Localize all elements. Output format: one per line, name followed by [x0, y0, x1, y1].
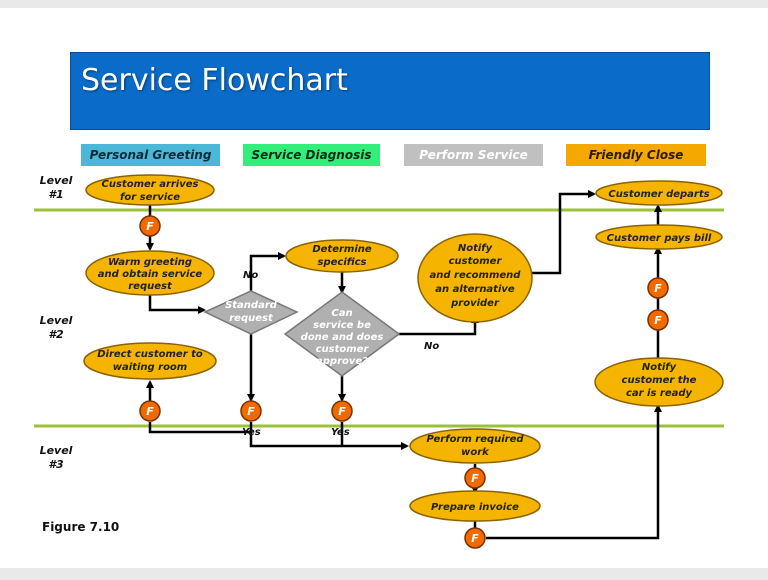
f-marker: F: [331, 400, 353, 422]
node-line: Warm greeting: [108, 257, 192, 268]
node-line: Determine: [312, 244, 372, 255]
f-marker: F: [464, 527, 486, 549]
label-no: No: [243, 270, 258, 281]
slide: Service Flowchart Personal Greeting Serv…: [0, 8, 768, 568]
node-notify-ready: Notify customer the car is ready: [594, 357, 724, 407]
node-line: Standard: [225, 300, 278, 311]
svg-text:F: F: [247, 405, 255, 418]
node-line: Customer arrives: [102, 179, 199, 190]
node-standard-request: Standard request: [203, 290, 299, 335]
label-no: No: [424, 341, 439, 352]
node-line: Notify: [642, 362, 677, 373]
f-marker: F: [139, 400, 161, 422]
level-2-label: Level#2: [39, 314, 73, 341]
node-line: Customer pays bill: [607, 233, 712, 244]
connector: [530, 190, 596, 275]
node-line: specifics: [318, 257, 367, 268]
node-line: waiting room: [113, 362, 187, 373]
label-yes: Yes: [331, 427, 350, 438]
phase-label: Service Diagnosis: [251, 148, 372, 162]
node-customer-arrives: Customer arrives for service: [85, 174, 215, 206]
node-line: Notify: [458, 243, 493, 254]
node-prepare-invoice: Prepare invoice: [409, 490, 541, 522]
node-line: customer: [449, 256, 503, 267]
node-line: customer the: [622, 375, 697, 386]
phase-perform-service: Perform Service: [404, 144, 543, 166]
level-1-label: Level#1: [39, 174, 73, 201]
phase-friendly-close: Friendly Close: [566, 144, 706, 166]
connector: [148, 422, 251, 434]
node-line: Prepare invoice: [431, 502, 519, 513]
f-marker: F: [139, 215, 161, 237]
node-line: Direct customer to: [97, 349, 203, 360]
node-line: approve?: [316, 356, 368, 367]
node-can-service: Can service be done and does customer ap…: [283, 291, 401, 377]
f-marker: F: [647, 309, 669, 331]
node-line: done and does: [301, 332, 384, 343]
connector: [148, 292, 206, 314]
node-line: provider: [450, 298, 500, 309]
phase-label: Personal Greeting: [89, 148, 212, 162]
phase-label: Perform Service: [419, 148, 528, 162]
svg-text:F: F: [471, 532, 479, 545]
level-3-label: Level#3: [39, 444, 73, 471]
f-marker: F: [240, 400, 262, 422]
phase-personal-greeting: Personal Greeting: [81, 144, 220, 166]
flowchart-canvas: Customer arrives for service Warm greeti…: [34, 174, 724, 549]
phase-label: Friendly Close: [588, 148, 684, 162]
node-line: Can: [331, 308, 352, 319]
node-line: an alternative: [435, 284, 515, 295]
label-yes: Yes: [242, 427, 261, 438]
f-marker: F: [464, 467, 486, 489]
node-warm-greeting: Warm greeting and obtain service request: [85, 250, 215, 296]
node-determine-specifics: Determine specifics: [285, 239, 399, 273]
node-line: car is ready: [626, 388, 693, 399]
node-customer-departs: Customer departs: [595, 180, 723, 206]
node-line: customer: [316, 344, 370, 355]
phase-service-diagnosis: Service Diagnosis: [243, 144, 380, 166]
node-line: service be: [313, 320, 371, 331]
node-perform-work: Perform required work: [409, 428, 541, 464]
svg-text:F: F: [146, 405, 154, 418]
connector: [486, 404, 662, 540]
node-customer-pays: Customer pays bill: [595, 224, 723, 250]
page-title: Service Flowchart: [81, 63, 348, 98]
node-line: and obtain service: [98, 269, 203, 280]
node-line: Perform required: [426, 434, 524, 445]
node-line: and recommend: [430, 270, 522, 281]
connector: [249, 252, 286, 291]
svg-text:F: F: [654, 314, 662, 327]
svg-text:F: F: [654, 282, 662, 295]
node-line: work: [461, 447, 490, 458]
connector: [249, 422, 409, 450]
title-bar: Service Flowchart: [70, 52, 710, 130]
node-notify-alternative: Notify customer and recommend an alterna…: [417, 233, 533, 323]
node-line: request: [128, 281, 173, 292]
svg-text:F: F: [338, 405, 346, 418]
node-line: Customer departs: [608, 189, 709, 200]
f-marker: F: [647, 277, 669, 299]
svg-text:F: F: [146, 220, 154, 233]
node-line: request: [229, 313, 274, 324]
connectors: [146, 190, 662, 540]
figure-label: Figure 7.10: [42, 520, 120, 534]
svg-text:F: F: [471, 472, 479, 485]
node-direct-customer: Direct customer to waiting room: [83, 342, 217, 380]
node-line: for service: [120, 192, 180, 203]
